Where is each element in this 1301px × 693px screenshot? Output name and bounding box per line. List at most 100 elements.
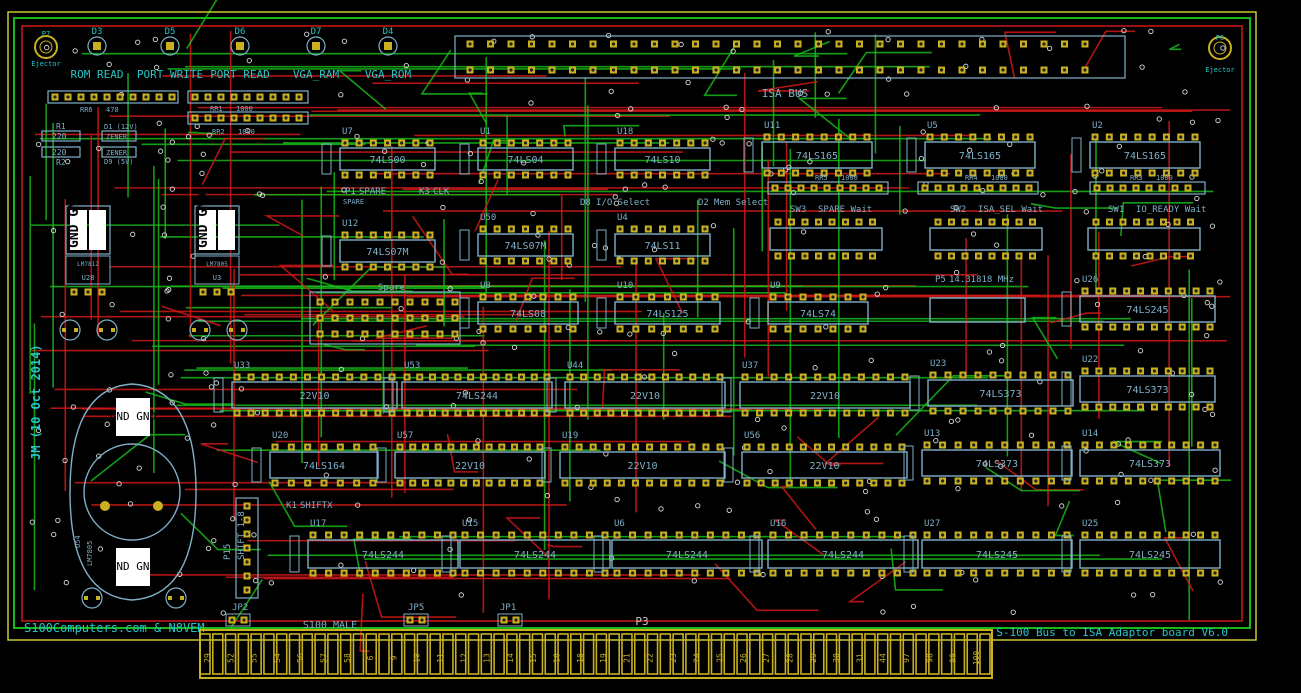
- pad-hole: [605, 445, 609, 449]
- via: [440, 204, 446, 211]
- pad-hole: [1051, 373, 1055, 377]
- via: [341, 38, 348, 44]
- pad-hole: [271, 95, 275, 99]
- pad-hole: [468, 68, 472, 72]
- pad-hole: [1021, 68, 1026, 72]
- pad-hole: [676, 481, 680, 485]
- pad-hole: [500, 445, 504, 449]
- trace: [757, 80, 818, 92]
- pad-hole: [1198, 443, 1203, 447]
- chip-ref: U50: [480, 213, 496, 223]
- via: [999, 342, 1006, 349]
- edge-finger: [352, 633, 365, 675]
- chip-part: 22V10: [630, 391, 660, 402]
- pad-hole: [1112, 443, 1116, 447]
- chip-ref: U53: [404, 361, 420, 371]
- pad-hole: [488, 68, 493, 72]
- edge-finger: [979, 633, 991, 675]
- pad-hole: [469, 375, 473, 379]
- pad-hole: [463, 571, 467, 575]
- ejector-ref: P7: [42, 30, 50, 38]
- pad-hole: [689, 141, 693, 145]
- pad-hole: [962, 186, 966, 190]
- via: [1139, 64, 1145, 70]
- pad-hole: [991, 373, 995, 377]
- pad-hole: [1186, 186, 1190, 190]
- via: [59, 311, 65, 317]
- pad: [166, 42, 174, 50]
- pad-hole: [118, 95, 122, 99]
- pad-hole: [675, 259, 679, 263]
- pad-hole: [771, 295, 775, 299]
- pad-hole: [724, 571, 728, 575]
- pad-hole: [235, 411, 239, 415]
- cap-outline: [749, 297, 760, 329]
- pad-hole: [500, 481, 504, 485]
- pad-hole: [1141, 443, 1145, 447]
- pad-hole: [976, 254, 981, 258]
- capacitor: [96, 319, 118, 341]
- via: [245, 127, 251, 134]
- pad-hole: [193, 116, 197, 120]
- pad-hole: [201, 290, 205, 294]
- pad-hole: [193, 95, 197, 99]
- pad-hole: [772, 411, 776, 415]
- pad-hole: [923, 186, 927, 190]
- pad-hole: [1018, 571, 1022, 575]
- pad-hole: [1111, 369, 1115, 373]
- pad-hole: [693, 68, 698, 72]
- pad-hole: [704, 375, 708, 379]
- via: [65, 159, 71, 165]
- pad-hole: [453, 300, 457, 304]
- trace: [359, 593, 370, 652]
- pad-hole: [385, 233, 390, 237]
- pad-hole: [793, 135, 798, 139]
- edge-finger: [915, 633, 927, 675]
- pad-hole: [438, 332, 442, 336]
- pad-hole: [342, 533, 346, 537]
- pad-hole: [872, 481, 876, 485]
- via: [973, 577, 979, 583]
- pad-hole: [773, 445, 777, 449]
- edge-pin-number: 98: [925, 653, 934, 663]
- via: [466, 517, 473, 523]
- pad-hole: [755, 68, 759, 72]
- pad-hole: [1034, 533, 1038, 537]
- chip-part: 74LS244: [456, 391, 498, 402]
- edge-finger: [250, 633, 262, 675]
- via: [323, 472, 329, 478]
- pad-hole: [1097, 325, 1101, 329]
- via: [256, 191, 263, 197]
- pad-hole: [538, 445, 542, 449]
- chip-ref: U14: [1082, 429, 1098, 439]
- pad-hole: [858, 445, 862, 449]
- pad-hole: [1036, 373, 1040, 377]
- via: [986, 349, 993, 355]
- chip-ref: U9: [770, 281, 781, 291]
- pad-hole: [976, 220, 981, 224]
- via: [1084, 103, 1090, 109]
- via: [885, 37, 891, 43]
- pad-hole: [976, 373, 980, 377]
- pad-hole: [829, 445, 834, 449]
- pad-hole: [734, 68, 739, 72]
- pad-hole: [960, 42, 964, 46]
- pad-hole: [956, 479, 960, 483]
- pad-hole: [271, 116, 275, 120]
- pad-hole: [991, 409, 995, 413]
- resnet-value: 1000: [1156, 174, 1173, 182]
- pad-hole: [404, 571, 408, 575]
- chip-ref: U5: [927, 121, 938, 131]
- pad-hole: [487, 445, 491, 449]
- pad-hole: [662, 481, 666, 485]
- pad-hole: [886, 481, 890, 485]
- pad-hole: [708, 571, 712, 575]
- via: [980, 188, 986, 194]
- via: [136, 465, 142, 471]
- pad-hole: [1042, 42, 1046, 46]
- pad-hole: [529, 68, 534, 72]
- pad-hole: [552, 141, 556, 145]
- pad-hole: [849, 571, 853, 575]
- pad-hole: [428, 173, 432, 177]
- to3-can: [83, 443, 181, 541]
